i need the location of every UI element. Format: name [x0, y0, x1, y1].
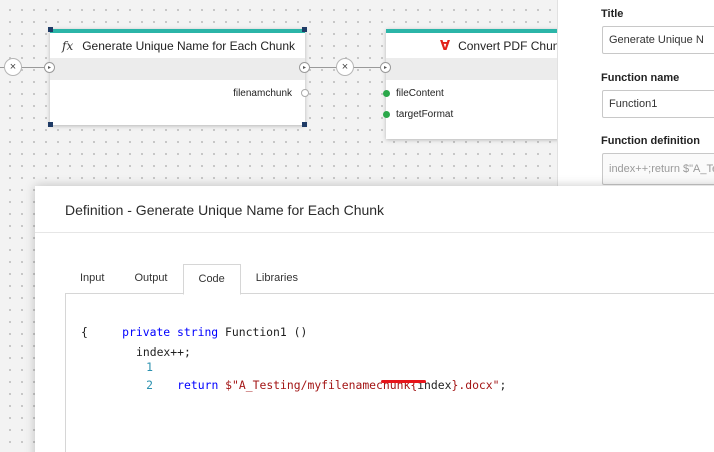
function-definition-field[interactable]: index++;return $"A_Te: [602, 153, 714, 185]
function-node[interactable]: fx Generate Unique Name for Each Chunk f…: [48, 27, 309, 127]
input-port-connected[interactable]: [383, 90, 390, 97]
dialog-title: Definition - Generate Unique Name for Ea…: [65, 202, 385, 218]
code-semicolon: ;: [499, 378, 507, 392]
code-string: $"A_Testing/myfilenamechunk{: [225, 378, 418, 392]
function-name-field[interactable]: Function1: [602, 90, 714, 118]
node-header-band: [50, 58, 305, 80]
remove-connection-button[interactable]: ×: [4, 58, 22, 76]
code-function-signature: Function1 (): [218, 325, 308, 339]
tab-input[interactable]: Input: [80, 272, 105, 284]
code-editor[interactable]: private string Function1 () { 1 index++;…: [65, 294, 714, 452]
adobe-pdf-icon: Ɐ: [440, 37, 451, 53]
code-line-1: index++;: [136, 345, 191, 359]
output-port[interactable]: [301, 89, 309, 97]
line-number: 2: [146, 378, 154, 392]
node-title: Generate Unique Name for Each Chunk: [82, 38, 296, 53]
line-number: 1: [146, 360, 154, 374]
highlight-underline: [381, 380, 426, 383]
definition-dialog: Definition - Generate Unique Name for Ea…: [35, 186, 714, 452]
resize-handle[interactable]: [302, 122, 307, 127]
node-output-label: filenamchunk: [233, 88, 292, 99]
tab-bar: Input Output Code Libraries: [65, 264, 313, 295]
remove-connection-button[interactable]: ×: [336, 58, 354, 76]
node-input-label: targetFormat: [396, 109, 454, 120]
tab-code[interactable]: Code: [182, 264, 241, 295]
connector-line: [0, 67, 50, 68]
function-icon: fx: [62, 38, 74, 53]
node-title: Convert PDF Chun: [458, 38, 560, 53]
node-accent-bar: [386, 29, 566, 33]
code-line-2: return $"A_Testing/myfilenamechunk{index…: [136, 363, 506, 408]
resize-handle[interactable]: [48, 27, 53, 32]
tab-output[interactable]: Output: [134, 272, 168, 284]
title-label: Title: [601, 8, 624, 20]
resize-handle[interactable]: [302, 27, 307, 32]
node-input-port[interactable]: ▸: [380, 62, 391, 73]
tab-divider: [65, 293, 714, 294]
tab-libraries[interactable]: Libraries: [255, 272, 298, 284]
code-keyword: private string: [122, 325, 219, 339]
code-string: }.docx": [451, 378, 500, 392]
node-header-band: [386, 58, 566, 80]
code-return-keyword: return: [177, 378, 219, 392]
dialog-header: Definition - Generate Unique Name for Ea…: [35, 186, 714, 233]
node-input-port[interactable]: ▸: [44, 62, 55, 73]
function-definition-label: Function definition: [601, 135, 700, 147]
convert-pdf-node[interactable]: Ɐ Convert PDF Chun fileContent targetFor…: [383, 29, 566, 139]
resize-handle[interactable]: [48, 122, 53, 127]
function-name-label: Function name: [601, 72, 680, 84]
code-open-brace: {: [81, 325, 88, 339]
title-field[interactable]: Generate Unique N: [602, 26, 714, 54]
input-port-connected[interactable]: [383, 111, 390, 118]
node-accent-bar: [50, 29, 305, 33]
node-input-label: fileContent: [396, 88, 444, 99]
node-output-port[interactable]: ▸: [299, 62, 310, 73]
